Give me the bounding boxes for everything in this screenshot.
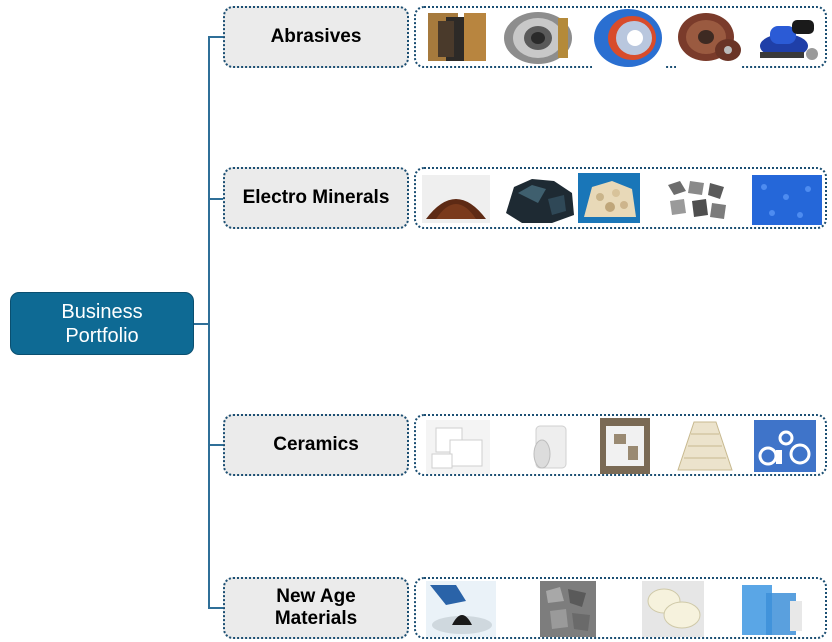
branch-new-age-materials <box>208 607 224 609</box>
root-label-line1: Business <box>61 300 143 323</box>
bonded-wheel-hub-image <box>500 10 576 66</box>
flap-disc-image <box>676 10 742 68</box>
grey-powder-image <box>540 581 596 637</box>
image-strip-electro-minerals <box>414 167 827 229</box>
root-label-line2: Portfolio <box>65 324 139 347</box>
ceramic-rings-image <box>754 420 816 472</box>
category-abrasives: Abrasives <box>223 6 409 68</box>
trunk-line <box>208 36 210 608</box>
image-strip-new-age-materials <box>414 577 827 639</box>
brown-grain-pile-image <box>422 175 490 223</box>
grey-crystals-image <box>662 175 732 223</box>
image-strip-abrasives <box>414 6 827 68</box>
ceramic-parts-image <box>600 418 650 474</box>
image-strip-ceramics <box>414 414 827 476</box>
business-portfolio-box: Business Portfolio <box>10 292 194 355</box>
blue-texture-image <box>752 175 822 225</box>
category-label: Abrasives <box>270 26 362 47</box>
white-grains-image <box>578 173 640 223</box>
category-label-line1: New Age <box>276 586 356 607</box>
blue-ceramic-plates-image <box>736 581 806 637</box>
blue-grinding-wheel-image <box>592 8 666 68</box>
ceramic-lining-image <box>674 418 736 474</box>
lab-powder-image <box>426 581 496 637</box>
category-ceramics: Ceramics <box>223 414 409 476</box>
black-silicon-carbide-image <box>502 173 578 227</box>
branch-abrasives <box>208 36 224 38</box>
white-discs-image <box>642 581 704 637</box>
category-label: Electro Minerals <box>242 187 390 208</box>
category-label: Ceramics <box>273 434 359 455</box>
ceramic-tube-image <box>524 418 578 474</box>
branch-ceramics <box>208 444 224 446</box>
category-label-line2: Materials <box>274 608 358 629</box>
root-connector <box>194 323 209 325</box>
white-ceramic-blocks-image <box>426 420 490 474</box>
category-electro-minerals: Electro Minerals <box>223 167 409 229</box>
category-new-age-materials: New Age Materials <box>223 577 409 639</box>
power-sander-image <box>756 10 820 66</box>
sandpaper-sheets-image <box>426 11 488 63</box>
branch-electro-minerals <box>208 198 224 200</box>
